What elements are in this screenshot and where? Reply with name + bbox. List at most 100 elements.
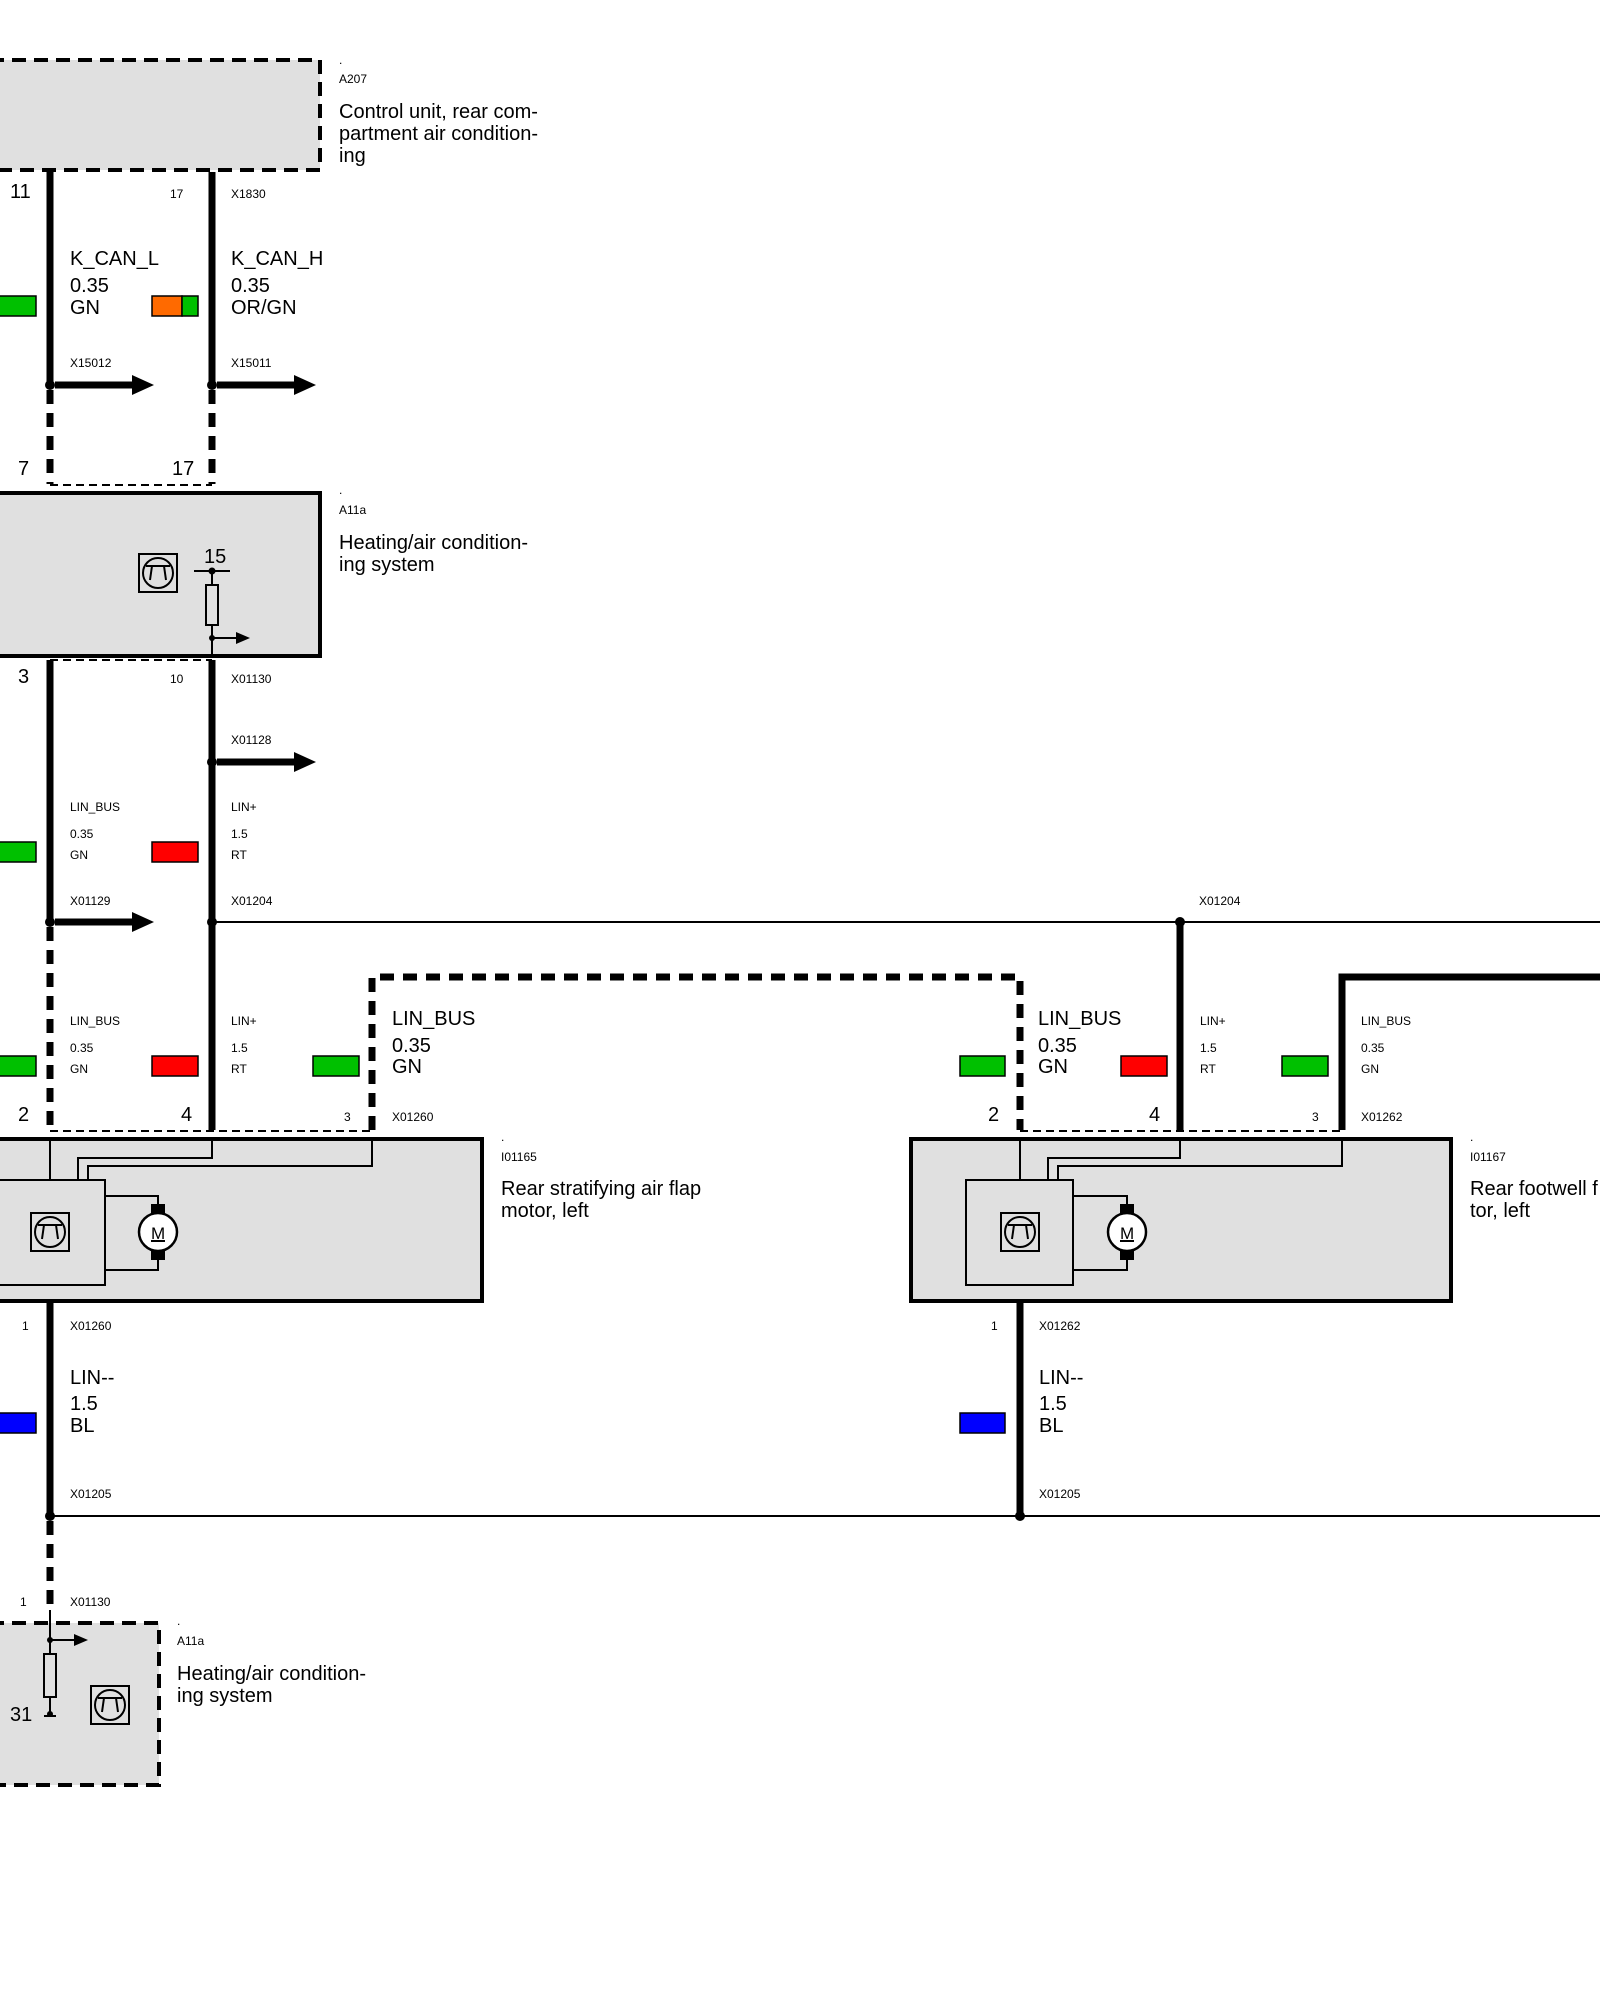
m1-transistor-icon <box>30 1212 70 1252</box>
linbus3-size: 0.35 <box>392 1035 431 1057</box>
m1-id: I01165 <box>501 1150 537 1164</box>
a207-pin-11: 11 <box>10 181 31 203</box>
m1-pin-2: 2 <box>18 1104 29 1126</box>
m2-pin-1: 1 <box>991 1319 998 1333</box>
m2-connector-bottom: X01262 <box>1039 1319 1081 1333</box>
m2-id: I01167 <box>1470 1150 1506 1164</box>
wire-lin-bus-dashed-link <box>368 973 1024 1130</box>
m1-name-line2: motor, left <box>501 1200 589 1222</box>
bottom-pin-1: 1 <box>20 1595 27 1609</box>
splice-x01128 <box>207 757 217 767</box>
linbus1-color-swatch <box>0 841 37 863</box>
connector-x01204-right: X01204 <box>1199 894 1241 908</box>
linbus3-color-swatch <box>312 1055 360 1077</box>
connector-x01204-left: X01204 <box>231 894 273 908</box>
a11a-bottom-name-line2: ing system <box>177 1685 273 1707</box>
connector-x15011: X15011 <box>231 356 272 370</box>
kcanl-color: GN <box>70 297 100 319</box>
svg-text:M: M <box>151 1224 165 1243</box>
linbus4-color: GN <box>1038 1056 1068 1078</box>
linplus2-name: LIN+ <box>231 1014 257 1028</box>
a11a-top-name-line1: Heating/air condition- <box>339 532 528 554</box>
a11a-pin-3: 3 <box>18 666 29 688</box>
linplus2-color-swatch <box>151 1055 199 1077</box>
linplus1-color-swatch <box>151 841 199 863</box>
m1-pin-3: 3 <box>344 1110 351 1124</box>
splice-x15011 <box>207 380 217 390</box>
kcanh-name: K_CAN_H <box>231 248 323 270</box>
m2-motor-icon: M <box>1073 1195 1148 1271</box>
arrow-x01129-head <box>132 912 154 932</box>
kcanh-size: 0.35 <box>231 275 270 297</box>
a207-control-unit-box <box>0 58 322 172</box>
connector-x01205-right: X01205 <box>1039 1487 1081 1501</box>
linminus1-color-swatch <box>0 1412 37 1434</box>
a207-name-line1: Control unit, rear com- <box>339 101 538 123</box>
bottom-pin-31: 31 <box>10 1704 32 1726</box>
m2-connector: X01262 <box>1361 1110 1403 1124</box>
linminus1-name: LIN-- <box>70 1367 114 1389</box>
linbus5-color-swatch <box>1281 1055 1329 1077</box>
kcanh-color-swatch-green <box>181 295 199 317</box>
linbus5-size: 0.35 <box>1361 1041 1385 1055</box>
a11a-bottom-resistor-icon <box>43 1610 88 1717</box>
arrow-x15012-head <box>132 375 154 395</box>
linplus1-color: RT <box>231 848 247 862</box>
m2-pin-2: 2 <box>988 1104 999 1126</box>
m1-connector-bottom: X01260 <box>70 1319 112 1333</box>
wire-lin-bus-5 <box>1338 973 1600 1130</box>
linbus2-size: 0.35 <box>70 1041 94 1055</box>
linplus1-size: 1.5 <box>231 827 248 841</box>
connector-x15012: X15012 <box>70 356 112 370</box>
arrow-x15011-head <box>294 375 316 395</box>
a207-id: A207 <box>339 72 367 86</box>
a11a-pin-10: 10 <box>170 672 184 686</box>
a11a-top-dot: . <box>339 483 342 497</box>
linbus4-size: 0.35 <box>1038 1035 1077 1057</box>
linbus1-size: 0.35 <box>70 827 94 841</box>
splice-x01129 <box>45 917 55 927</box>
linbus5-name: LIN_BUS <box>1361 1014 1411 1028</box>
linbus1-name: LIN_BUS <box>70 800 120 814</box>
kcanl-size: 0.35 <box>70 275 109 297</box>
linminus2-size: 1.5 <box>1039 1393 1067 1415</box>
linbus2-color-swatch <box>0 1055 37 1077</box>
linbus2-color: GN <box>70 1062 88 1076</box>
svg-text:M: M <box>1120 1224 1134 1243</box>
a207-pin-17: 17 <box>170 187 184 201</box>
m1-name-line1: Rear stratifying air flap <box>501 1178 701 1200</box>
linbus5-color: GN <box>1361 1062 1379 1076</box>
kcanh-color: OR/GN <box>231 297 297 319</box>
m1-internal-wiring <box>49 1140 373 1180</box>
linbus1-color: GN <box>70 848 88 862</box>
linminus2-color: BL <box>1039 1415 1063 1437</box>
linbus2-name: LIN_BUS <box>70 1014 120 1028</box>
linbus3-name: LIN_BUS <box>392 1008 475 1030</box>
linbus4-name: LIN_BUS <box>1038 1008 1121 1030</box>
m2-pin-3: 3 <box>1312 1110 1319 1124</box>
splice-x01205-left <box>45 1511 55 1521</box>
bottom-connector-x01130: X01130 <box>70 1595 111 1609</box>
a207-dot: . <box>339 53 342 67</box>
m2-pin-4: 4 <box>1149 1104 1160 1126</box>
a11a-bottom-name-line1: Heating/air condition- <box>177 1663 366 1685</box>
splice-x01205-right <box>1015 1511 1025 1521</box>
a11a-top-id: A11a <box>339 503 366 517</box>
connector-x01129: X01129 <box>70 894 111 908</box>
m2-name-line1: Rear footwell f <box>1470 1178 1598 1200</box>
a11a-top-name-line2: ing system <box>339 554 435 576</box>
a11a-bottom-transistor-icon <box>90 1685 130 1725</box>
connector-x01205-left: X01205 <box>70 1487 112 1501</box>
linplus3-color: RT <box>1200 1062 1216 1076</box>
linbus3-color: GN <box>392 1056 422 1078</box>
a11a-pin-15: 15 <box>204 546 226 568</box>
arrow-x01128-head <box>294 752 316 772</box>
linminus2-name: LIN-- <box>1039 1367 1083 1389</box>
a11a-resistor-icon <box>194 567 250 658</box>
kcanh-color-swatch-orange <box>151 295 183 317</box>
splice-x15012 <box>45 380 55 390</box>
a207-connector-x1830: X1830 <box>231 187 266 201</box>
m1-dot: . <box>501 1130 504 1144</box>
kcanl-color-swatch <box>0 295 37 317</box>
